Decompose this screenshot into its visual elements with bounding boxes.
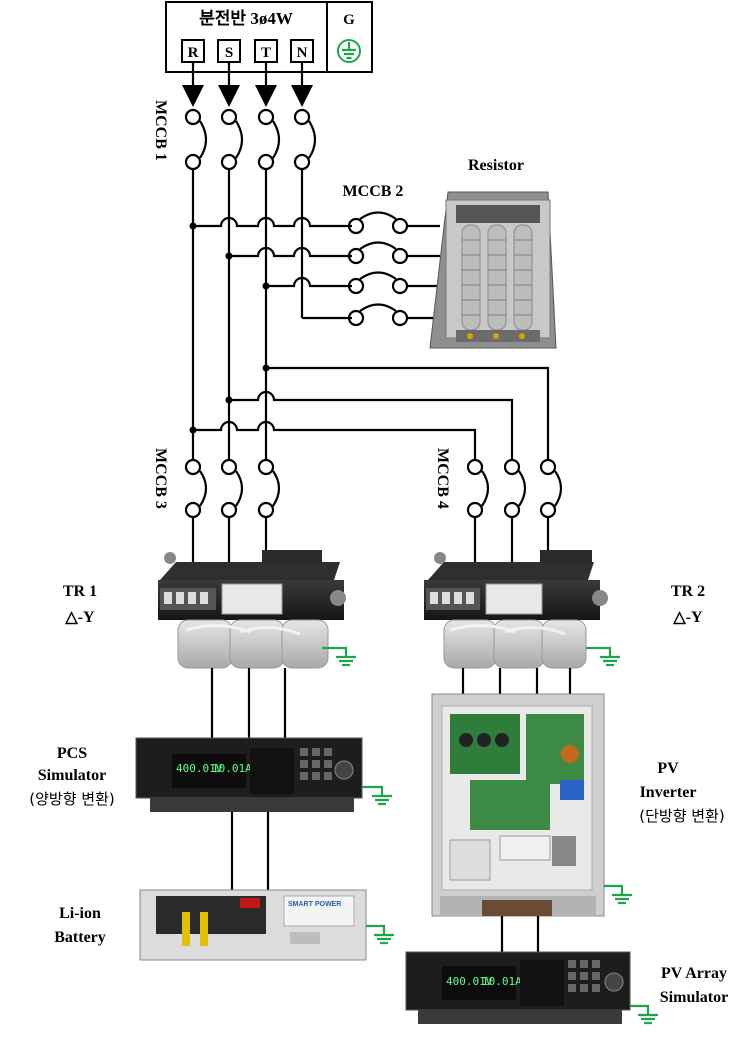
terminal-r-label: R [188, 45, 199, 61]
tr1-label: TR 1 [63, 583, 97, 600]
li-ion-battery: Li-ion Battery SMART POWER [54, 889, 367, 961]
terminal-n-label: N [297, 45, 308, 61]
resistor-label: Resistor [468, 157, 524, 174]
inverter-array-wires [500, 916, 540, 952]
panel-ground-icon [337, 39, 361, 63]
mccb4-branch-wires [193, 366, 550, 460]
battery-ground-icon [366, 924, 394, 945]
battery-label-1: Li-ion [59, 905, 101, 922]
mccb-4: MCCB 4 [434, 448, 563, 562]
resistor-bank: Resistor [429, 157, 557, 349]
battery-label-2: Battery [54, 929, 106, 946]
pv-array-label-2: Simulator [660, 989, 728, 1006]
mccb-4-label: MCCB 4 [434, 448, 451, 509]
mccb-2: MCCB 2 [343, 183, 409, 327]
mccb-3-label: MCCB 3 [152, 448, 169, 509]
transformer-tr2: TR 2 △-Y [424, 550, 705, 669]
mccb-3: MCCB 3 [152, 448, 281, 562]
tr2-label: TR 2 [671, 583, 705, 600]
pv-inverter-ground-icon [604, 884, 632, 905]
panel-title: 분전반 3ø4W [199, 9, 293, 28]
pcs-screen-current: 10.01A [212, 762, 252, 775]
array-screen-voltage: 400.01V [446, 975, 493, 988]
pv-array-label-1: PV Array [661, 965, 727, 982]
pcs-label-3: (양방향 변환) [29, 790, 114, 808]
pv-inverter-label-2: Inverter [640, 784, 697, 801]
pcs-ground-icon [362, 785, 392, 806]
battery-brand: SMART POWER [288, 901, 341, 908]
mccb-1-label: MCCB 1 [152, 100, 169, 161]
feeder-arrows [182, 62, 313, 107]
panel-ground-label: G [343, 12, 355, 28]
panel-terminal-s: S [217, 39, 241, 63]
panel-terminal-r: R [181, 39, 205, 63]
terminal-s-label: S [225, 45, 233, 61]
pv-array-ground-icon [630, 1004, 658, 1025]
pcs-label-1: PCS [57, 745, 87, 762]
panel-terminal-n: N [290, 39, 314, 63]
resistor-branch-wires [193, 216, 440, 320]
pv-array-simulator: PV Array Simulator 400.01V 10.01A [405, 951, 728, 1024]
pcs-simulator: PCS Simulator (양방향 변환) 400.01V 10.01A [29, 737, 363, 812]
tr2-connection: △-Y [672, 609, 703, 626]
tr1-ground-icon [322, 646, 356, 667]
pv-inverter-label-1: PV [657, 760, 679, 777]
pcs-battery-wires [230, 812, 270, 892]
pv-inverter-label-3: (단방향 변환) [639, 807, 724, 825]
junction-dots-upper [189, 222, 270, 290]
transformer-tr1: TR 1 △-Y [63, 550, 346, 669]
mccb-2-label: MCCB 2 [343, 183, 404, 200]
tr2-output-wires [461, 668, 572, 696]
array-screen-current: 10.01A [482, 975, 522, 988]
junction-dots-lower [189, 364, 270, 434]
distribution-panel: 분전반 3ø4W G R S T N [165, 1, 373, 73]
pcs-screen-voltage: 400.01V [176, 762, 223, 775]
pv-inverter: PV Inverter (단방향 변환) [431, 693, 725, 917]
terminal-t-label: T [261, 45, 271, 61]
tr1-connection: △-Y [64, 609, 95, 626]
tr1-output-wires [210, 668, 287, 740]
pcs-label-2: Simulator [38, 767, 106, 784]
main-bus-wires [191, 169, 304, 460]
panel-terminal-t: T [254, 39, 278, 63]
tr2-ground-icon [586, 646, 620, 667]
mccb-1: MCCB 1 [152, 100, 317, 171]
